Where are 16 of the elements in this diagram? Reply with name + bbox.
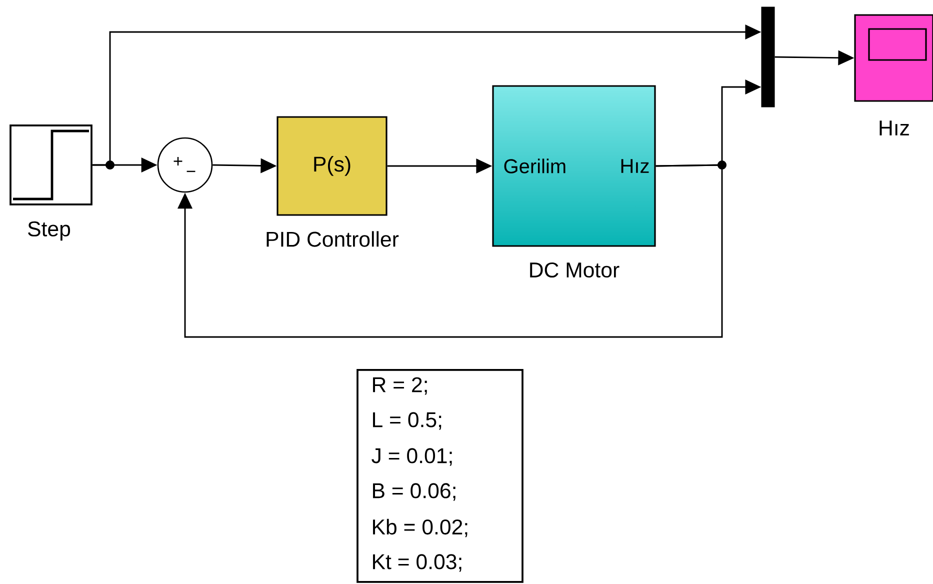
sign-label: + <box>174 157 182 166</box>
parameter-line: R = 2; <box>373 377 427 395</box>
parameter-line: J = 0.01; <box>372 448 452 466</box>
parameter-line: L = 0.5; <box>373 412 442 430</box>
pid-block: P(s) <box>276 116 388 216</box>
sign-label: − <box>186 170 196 172</box>
block-label: PID Controller <box>266 231 399 247</box>
port-label: Hız <box>621 159 649 173</box>
block-label: DC Motor <box>530 262 620 278</box>
parameter-line: Kb = 0.02; <box>373 518 468 538</box>
block-label: Step <box>28 221 70 241</box>
port-label: Gerilim <box>504 158 566 174</box>
parameter-line: B = 0.06; <box>373 483 456 501</box>
arrow <box>177 164 723 338</box>
block-label: Hız <box>880 120 909 136</box>
parameter-line: Kt = 0.03; <box>373 554 462 572</box>
